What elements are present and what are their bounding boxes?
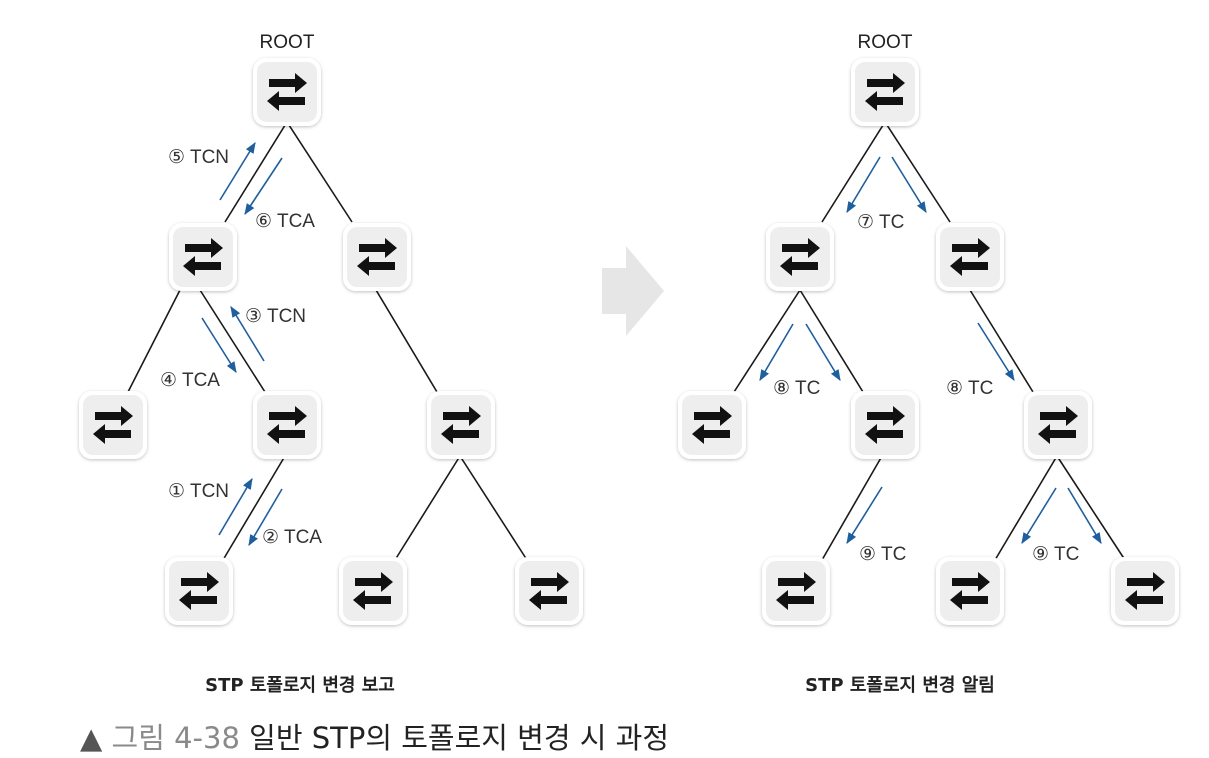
switch-icon bbox=[343, 223, 411, 291]
switch-icon bbox=[427, 391, 495, 459]
figure-caption: ▲ 그림 4-38 일반 STP의 토폴로지 변경 시 과정 bbox=[80, 718, 669, 758]
right-msg-9-tc-left: ⑨ TC bbox=[859, 544, 906, 565]
left-subtitle: STP 토폴로지 변경 보고 bbox=[205, 675, 395, 696]
right-msg-8-tc-right: ⑧ TC bbox=[946, 378, 993, 399]
next-arrow-icon bbox=[602, 246, 664, 336]
left-msg-2-tca: ② TCA bbox=[262, 527, 322, 548]
right-msg-8-tc-left: ⑧ TC bbox=[773, 378, 820, 399]
right-subtitle: STP 토폴로지 변경 알림 bbox=[805, 675, 995, 696]
right-switches bbox=[678, 58, 1179, 625]
right-message-arrows bbox=[759, 156, 1102, 544]
switch-icon bbox=[515, 557, 583, 625]
switch-icon bbox=[339, 557, 407, 625]
switch-icon bbox=[1111, 557, 1179, 625]
left-panel: ROOT ⑤ TCN ⑥ TCA ③ TCN ④ TCA ① TCN ② T bbox=[79, 32, 583, 696]
right-panel: ROOT ⑦ TC ⑧ TC ⑧ TC ⑨ TC ⑨ TC bbox=[678, 32, 1179, 696]
right-links bbox=[733, 121, 1126, 561]
left-msg-6-tca: ⑥ TCA bbox=[255, 211, 315, 232]
right-root-label: ROOT bbox=[858, 32, 913, 53]
switch-icon bbox=[762, 557, 830, 625]
switch-icon bbox=[936, 557, 1004, 625]
left-msg-5-tcn: ⑤ TCN bbox=[168, 147, 229, 168]
switch-icon bbox=[169, 223, 237, 291]
switch-icon bbox=[851, 58, 919, 126]
left-root-label: ROOT bbox=[260, 32, 315, 53]
left-msg-3-tcn: ③ TCN bbox=[245, 306, 306, 327]
switch-icon bbox=[253, 58, 321, 126]
switch-icon bbox=[165, 557, 233, 625]
switch-icon bbox=[936, 223, 1004, 291]
caption-marker: ▲ bbox=[80, 721, 103, 755]
switch-icon bbox=[851, 391, 919, 459]
left-message-arrows bbox=[201, 142, 283, 546]
figure-title: 일반 STP의 토폴로지 변경 시 과정 bbox=[249, 721, 670, 755]
left-msg-1-tcn: ① TCN bbox=[168, 481, 229, 502]
left-links bbox=[127, 121, 528, 561]
switch-icon bbox=[1024, 391, 1092, 459]
right-msg-7-tc: ⑦ TC bbox=[857, 212, 904, 233]
figure-number: 그림 4-38 bbox=[111, 721, 240, 755]
right-msg-9-tc-right: ⑨ TC bbox=[1032, 544, 1079, 565]
switch-icon bbox=[253, 391, 321, 459]
switch-icon bbox=[766, 223, 834, 291]
switch-icon bbox=[79, 391, 147, 459]
left-msg-4-tca: ④ TCA bbox=[160, 370, 220, 391]
switch-icon bbox=[678, 391, 746, 459]
